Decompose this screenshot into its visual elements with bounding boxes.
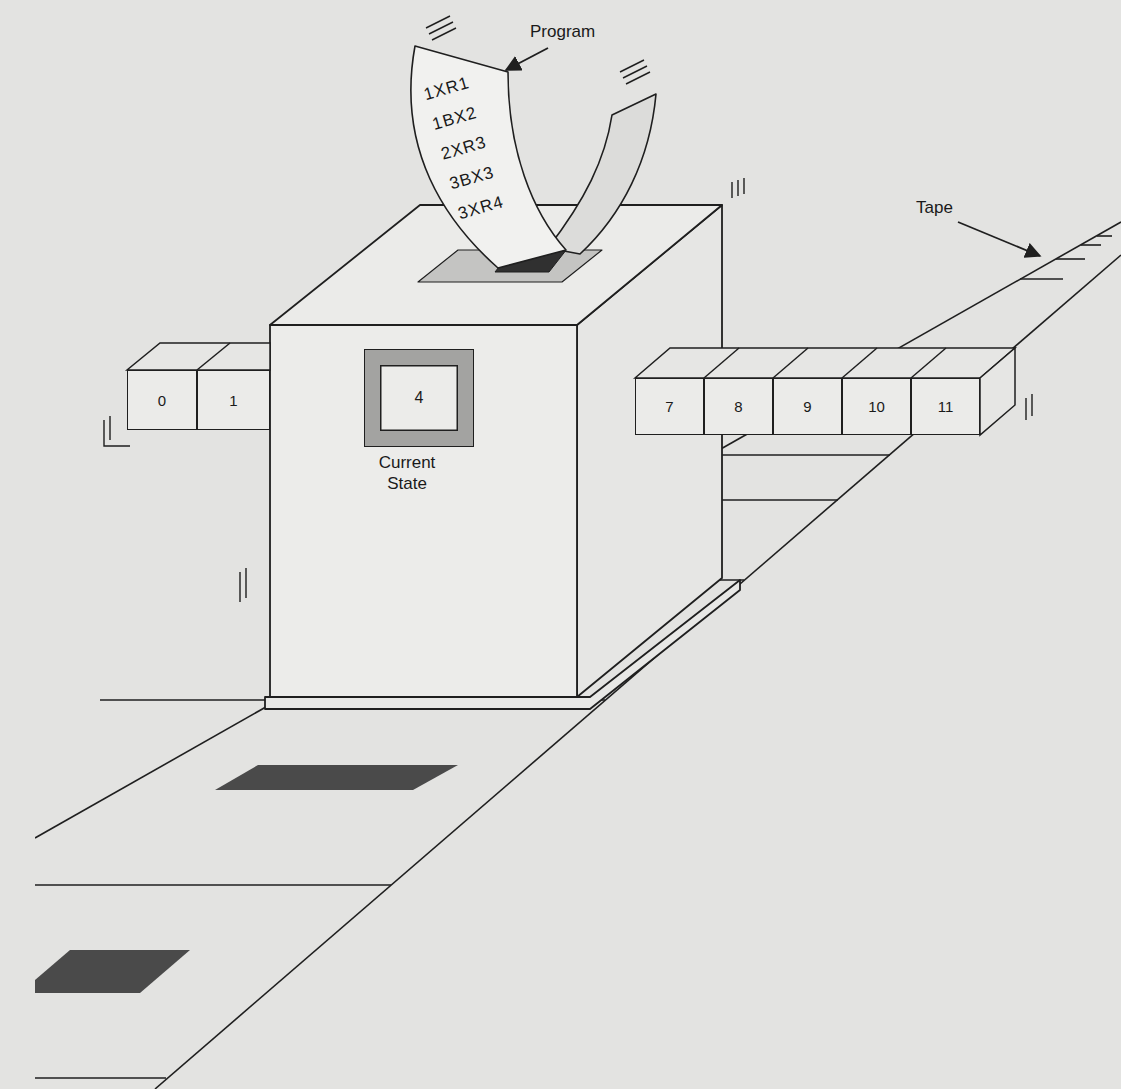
motion-marks bbox=[104, 16, 1032, 602]
cell-edge bbox=[773, 348, 808, 378]
paper-back bbox=[548, 94, 656, 254]
cell-end bbox=[980, 348, 1015, 435]
tape-cell: 0 bbox=[127, 370, 197, 430]
callout-label: Program bbox=[530, 22, 595, 42]
cell-number: 11 bbox=[938, 398, 954, 415]
cell-number: 10 bbox=[868, 398, 885, 415]
tape-cell: 10 bbox=[842, 378, 911, 435]
cell-number: 0 bbox=[158, 392, 166, 409]
tape-mark bbox=[215, 765, 458, 790]
cell-top bbox=[635, 348, 1015, 378]
caption-block: Current State bbox=[373, 452, 442, 494]
state-number: 4 bbox=[415, 389, 424, 407]
tape-divider bbox=[35, 1077, 166, 1079]
cell-faces bbox=[127, 343, 1015, 435]
cell-number: 8 bbox=[734, 398, 742, 415]
tape-mark bbox=[35, 950, 190, 993]
leader-arrow bbox=[506, 48, 548, 70]
window-frame: 4 bbox=[365, 350, 473, 446]
machine-front bbox=[270, 325, 577, 697]
motion-mark bbox=[426, 16, 456, 40]
cell-number: 9 bbox=[803, 398, 811, 415]
state-window: 4Current State bbox=[365, 350, 473, 446]
tape-divider bbox=[1020, 278, 1063, 280]
tape-cell: 1 bbox=[197, 370, 270, 430]
motion-mark bbox=[620, 60, 650, 84]
cell-number: 7 bbox=[665, 398, 673, 415]
leader-arrow bbox=[958, 222, 1040, 256]
window-caption: Current State bbox=[373, 452, 442, 494]
tape-cell: 8 bbox=[704, 378, 773, 435]
callout-arrows bbox=[506, 48, 1040, 256]
cell-edge bbox=[197, 343, 230, 370]
motion-mark bbox=[1026, 394, 1032, 420]
tape-divider bbox=[710, 454, 890, 456]
motion-mark bbox=[240, 568, 246, 602]
tape-divider bbox=[1056, 258, 1085, 260]
callout-label: Tape bbox=[916, 198, 953, 218]
tape-edge bbox=[155, 255, 1121, 1089]
motion-mark bbox=[732, 178, 744, 198]
tape-cell: 11 bbox=[911, 378, 980, 435]
cell-edge bbox=[704, 348, 739, 378]
tape-divider bbox=[35, 884, 391, 886]
tape-divider bbox=[1097, 235, 1112, 237]
cell-top bbox=[127, 343, 270, 370]
tape-cell: 9 bbox=[773, 378, 842, 435]
tape-divider bbox=[1081, 244, 1101, 246]
cell-number: 1 bbox=[229, 392, 237, 409]
paper-front bbox=[411, 46, 566, 268]
machine-body bbox=[265, 205, 740, 709]
cell-edge bbox=[842, 348, 877, 378]
tape-cell: 7 bbox=[635, 378, 704, 435]
program-paper bbox=[411, 46, 656, 268]
cell-edge bbox=[911, 348, 946, 378]
